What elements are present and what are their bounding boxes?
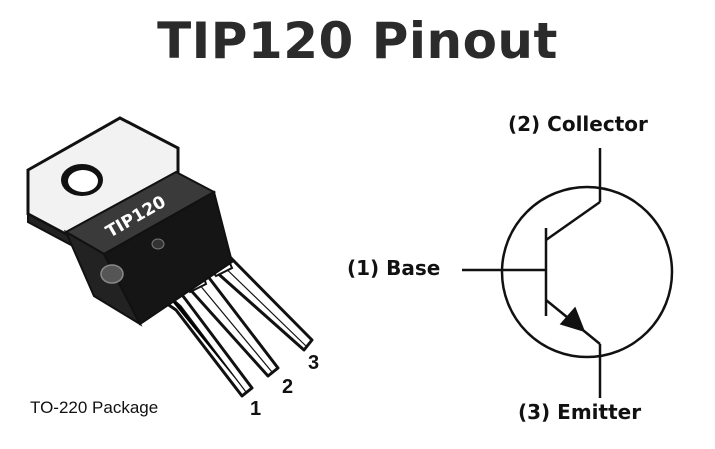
package-label: TO-220 Package [30, 398, 159, 417]
collector-label: (2) Collector [508, 112, 648, 136]
emitter-label: (3) Emitter [518, 400, 642, 424]
page-title: TIP120 Pinout [157, 12, 558, 70]
pin-number-3: 3 [308, 352, 320, 374]
npn-transistor-symbol [462, 148, 674, 398]
symbol-circle [500, 185, 674, 359]
base-label: (1) Base [347, 256, 441, 280]
pin-number-2: 2 [282, 376, 294, 398]
to220-package-illustration: TIP120 [26, 116, 314, 398]
emitter-arrow-icon [559, 306, 586, 333]
pin-number-1: 1 [250, 398, 262, 420]
plastic-body: TIP120 [63, 170, 234, 327]
body-dimple [100, 264, 124, 284]
collector-diagonal [545, 200, 601, 242]
